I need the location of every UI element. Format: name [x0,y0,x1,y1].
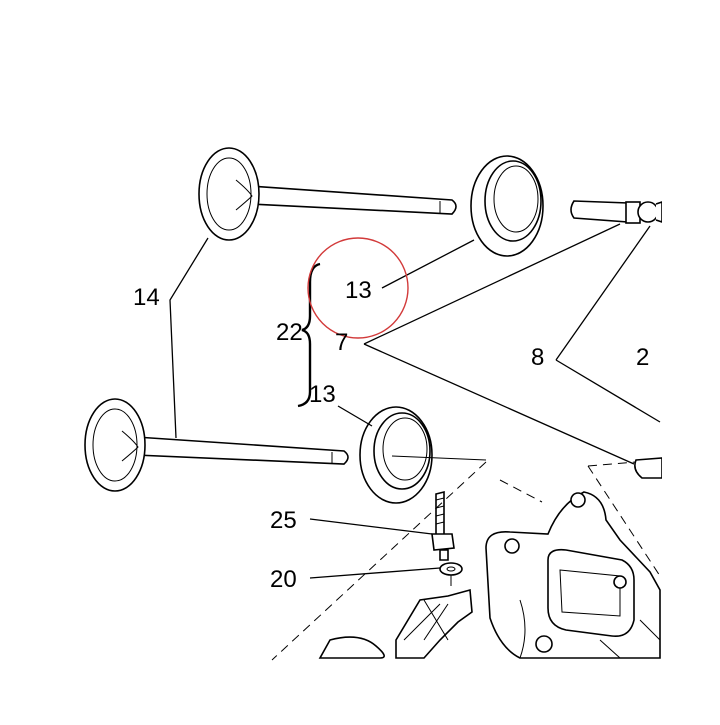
callout-8: 8 [531,344,544,371]
callout-13-lower: 13 [309,381,336,408]
cylinder-head [318,491,661,659]
leader-lines [169,223,661,579]
alignment-lines [271,461,661,661]
callout-20: 20 [270,566,297,593]
kit-bracket [297,262,321,408]
highlight-circle [307,237,409,339]
callout-7: 7 [335,329,348,356]
callout-13-upper: 13 [345,277,372,304]
valve-guide-lower [634,457,663,479]
washer [439,562,463,586]
callout-22: 22 [276,319,303,346]
valve-seat-upper [470,155,544,257]
callout-14: 14 [133,284,160,311]
callout-2-partial: 2 [636,344,649,371]
valve-guide-upper [570,200,663,224]
stud-bolt [431,490,455,561]
valve-seat-lower [359,406,487,504]
callout-25: 25 [270,507,297,534]
valve-upper [198,147,457,241]
valve-lower [84,398,349,492]
